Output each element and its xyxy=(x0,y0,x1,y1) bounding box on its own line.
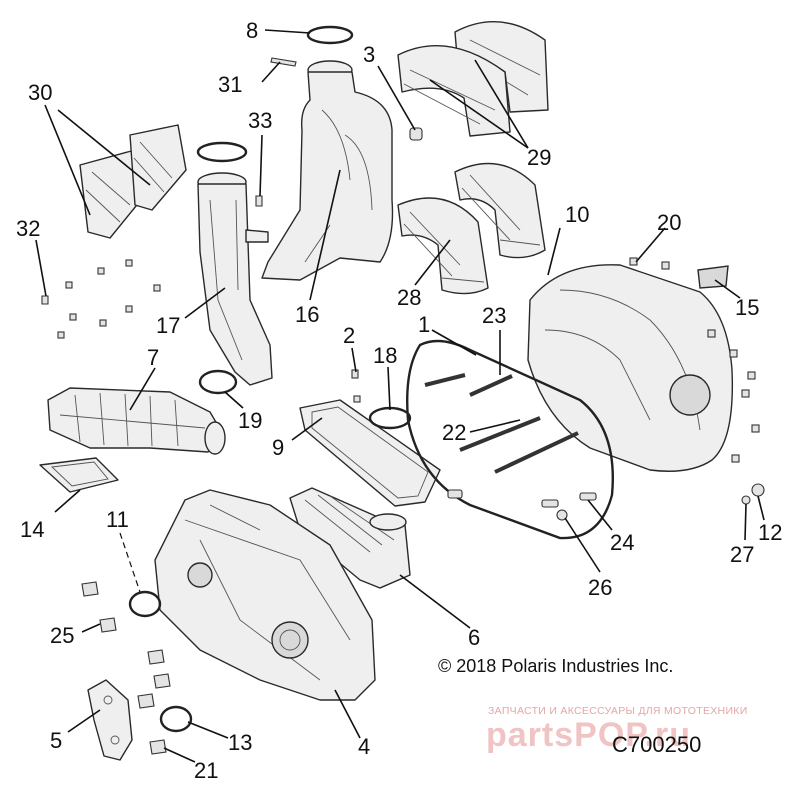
callout-24: 24 xyxy=(610,530,634,555)
copyright-notice: © 2018 Polaris Industries Inc. xyxy=(438,656,674,676)
callout-15: 15 xyxy=(735,295,759,320)
callout-8: 8 xyxy=(246,18,258,43)
callout-28: 28 xyxy=(397,285,421,310)
part-17-clamp xyxy=(196,141,248,163)
callout-7: 7 xyxy=(147,345,159,370)
part-13-oring xyxy=(159,705,193,733)
watermark-brand: partsPOP.ru xyxy=(486,716,692,754)
callout-25: 25 xyxy=(50,623,74,648)
part-6-outlet-duct xyxy=(289,487,411,589)
figure-code: C700250 xyxy=(612,732,702,757)
part-4-inner-housing xyxy=(154,489,376,701)
callout-9: 9 xyxy=(272,435,284,460)
callout-2: 2 xyxy=(343,323,355,348)
callout-18: 18 xyxy=(373,343,397,368)
callout-23: 23 xyxy=(482,303,506,328)
callout-21: 21 xyxy=(194,758,218,783)
callout-1: 1 xyxy=(418,312,430,337)
callout-6: 6 xyxy=(468,625,480,650)
part-8-clamp xyxy=(306,25,354,45)
callout-32: 32 xyxy=(16,216,40,241)
callout-13: 13 xyxy=(228,730,252,755)
part-10-clutch-cover xyxy=(527,264,734,472)
part-14-gasket xyxy=(39,457,119,493)
callout-3: 3 xyxy=(363,42,375,67)
callout-31: 31 xyxy=(218,72,242,97)
callout-20: 20 xyxy=(657,210,681,235)
part-15-label xyxy=(697,265,729,289)
part-19-clamp xyxy=(198,369,238,395)
part-5-bracket xyxy=(87,679,133,761)
callout-12: 12 xyxy=(758,520,782,545)
part-16-intake-box xyxy=(261,60,394,281)
part-17-intake-tube xyxy=(197,172,273,386)
callout-10: 10 xyxy=(565,202,589,227)
callout-19: 19 xyxy=(238,408,262,433)
callout-30: 30 xyxy=(28,80,52,105)
leader-lines xyxy=(35,29,765,763)
watermark-tagline: ЗАПЧАСТИ И АКСЕССУАРЫ ДЛЯ МОТОТЕХНИКИ xyxy=(488,705,748,717)
callout-17: 17 xyxy=(156,313,180,338)
part-1-seal xyxy=(406,339,614,540)
part-11-oring xyxy=(128,590,162,618)
part-28-duct-elbows xyxy=(397,162,546,295)
callout-29: 29 xyxy=(527,145,551,170)
callout-33: 33 xyxy=(248,108,272,133)
callout-16: 16 xyxy=(295,302,319,327)
callout-numbers: 8 31 3 33 30 29 32 10 20 15 28 1 23 16 1… xyxy=(16,18,782,783)
callout-5: 5 xyxy=(50,728,62,753)
part-22-23-long-bolts xyxy=(424,373,579,474)
callout-11: 11 xyxy=(106,507,129,532)
callout-26: 26 xyxy=(588,575,612,600)
callout-4: 4 xyxy=(358,734,370,759)
part-30-deflectors xyxy=(79,124,187,239)
part-29-duct-covers xyxy=(397,21,549,137)
callout-14: 14 xyxy=(20,517,44,542)
callout-27: 27 xyxy=(730,542,754,567)
callout-22: 22 xyxy=(442,420,466,445)
part-7-intake-duct xyxy=(47,387,226,455)
part-18-clamp xyxy=(368,406,412,430)
